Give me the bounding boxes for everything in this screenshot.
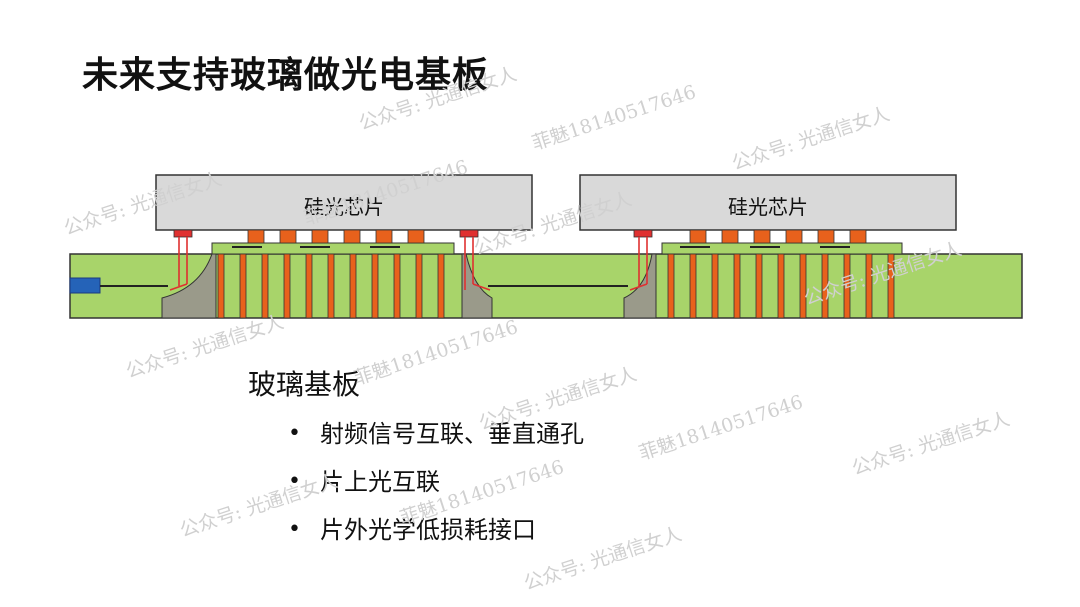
page-title: 未来支持玻璃做光电基板 — [82, 55, 490, 96]
section-heading: 玻璃基板 — [248, 368, 361, 401]
list-item-text: 片上光互联 — [320, 468, 440, 496]
chip-left-label: 硅光芯片 — [304, 195, 384, 219]
list-item: • 片外光学低损耗接口 — [288, 512, 584, 560]
optical-pad-right — [633, 229, 653, 238]
list-item: • 射频信号互联、垂直通孔 — [288, 416, 584, 464]
through-glass-vias-right — [667, 253, 895, 319]
feature-list: • 射频信号互联、垂直通孔 • 片上光互联 • 片外光学低损耗接口 — [288, 416, 584, 560]
list-item-text: 片外光学低损耗接口 — [320, 516, 536, 544]
interposer-layer-left — [211, 242, 455, 255]
list-item: • 片上光互联 — [288, 464, 584, 512]
optical-coupler-left — [161, 253, 217, 319]
solder-bumps-left — [247, 229, 425, 244]
optical-path-arrows — [169, 237, 648, 291]
optical-pad-left — [173, 229, 193, 238]
optical-pad-middle — [459, 229, 479, 238]
through-glass-vias-left — [217, 253, 445, 319]
chip-right-label: 硅光芯片 — [728, 195, 808, 219]
solder-bumps-right — [689, 229, 867, 244]
list-item-text: 射频信号互联、垂直通孔 — [320, 420, 584, 448]
bullet-icon: • — [288, 469, 301, 494]
fiber-connector — [69, 277, 101, 294]
silicon-photonic-chip-right — [579, 174, 957, 231]
interposer-layer-right — [661, 242, 903, 255]
bullet-icon: • — [288, 517, 301, 542]
bullet-icon: • — [288, 421, 301, 446]
silicon-photonic-chip-left — [155, 174, 533, 231]
